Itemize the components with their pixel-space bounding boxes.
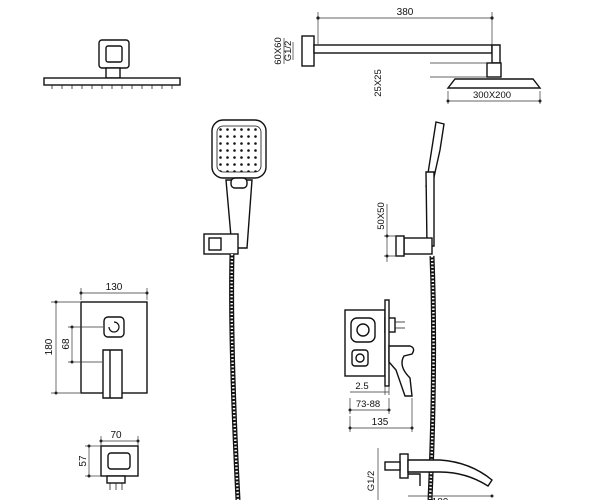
dim-plate-inner: 68 [61, 338, 72, 350]
dim-valve-range: 73-88 [356, 399, 380, 410]
rain-head-front-view [43, 39, 181, 89]
dim-spout-thread: G1/2 [366, 471, 377, 492]
dim-holder: 50X50 [376, 202, 387, 229]
rain-head-nozzles [51, 85, 173, 89]
dim-plate-height: 180 [44, 338, 55, 355]
wall-flange [301, 35, 315, 67]
mixer-plate-front-view: 130 180 68 [44, 282, 149, 399]
mixer-valve-side-view: 2.5 73-88 135 [344, 299, 415, 432]
dim-outlet-height: 57 [78, 455, 89, 467]
valve-lever [388, 345, 415, 397]
spout-flange [399, 453, 409, 479]
connector-neck [105, 67, 121, 79]
diverter-icon [108, 321, 120, 333]
water-outlet-front-view: 70 57 [78, 430, 140, 490]
valve-cover-plate [384, 299, 390, 387]
dim-plate-width: 130 [106, 282, 123, 293]
dim-arm-length: 380 [397, 7, 414, 18]
dim-arm-flange: 60X60 [273, 37, 284, 64]
dim-arm-thread: G1/2 [283, 41, 294, 62]
dim-arm-drop: 25X25 [373, 69, 384, 96]
rain-head-plate [43, 77, 181, 86]
mixer-lever [102, 349, 123, 399]
dim-spout-length: 180 [432, 497, 449, 500]
dim-valve-total: 135 [372, 417, 389, 428]
rain-head-side [446, 78, 542, 89]
shower-arm-side-view: 380 60X60 G1/2 25X25 300X200 [273, 7, 542, 104]
dim-valve-depth: 2.5 [355, 381, 368, 392]
diverter-knob [103, 316, 125, 338]
arm-drop-connector [486, 62, 502, 78]
bath-spout-side-view: G1/2 180 [366, 448, 494, 500]
ceiling-connector [98, 39, 130, 69]
hand-shower-front-view [203, 119, 267, 500]
dim-outlet-width: 70 [110, 430, 122, 441]
bath-spout [407, 459, 493, 487]
shower-arm [313, 44, 493, 54]
side-holder [403, 237, 433, 255]
dim-rain-head: 300X200 [473, 90, 511, 101]
